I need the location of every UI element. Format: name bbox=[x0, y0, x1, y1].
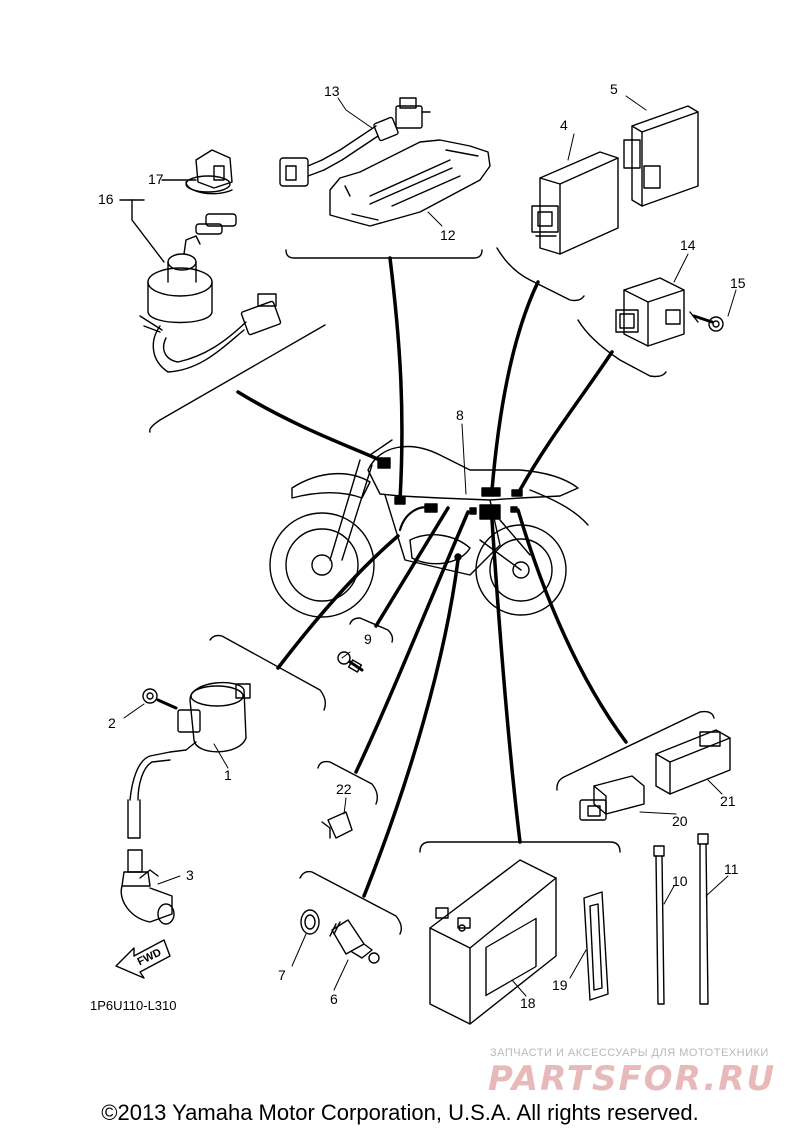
callout-3: 3 bbox=[186, 867, 194, 883]
callout-10: 10 bbox=[672, 873, 688, 889]
watermark-tagline: ЗАПЧАСТИ И АКСЕССУАРЫ ДЛЯ МОТОТЕХНИКИ bbox=[490, 1047, 769, 1059]
fwd-label: FWD bbox=[136, 946, 164, 968]
part-7-washer bbox=[300, 909, 320, 935]
group-leader-lines bbox=[236, 256, 628, 898]
part-18-battery bbox=[429, 859, 557, 1025]
callout-18: 18 bbox=[520, 995, 536, 1011]
callout-22: 22 bbox=[336, 781, 352, 797]
callout-7: 7 bbox=[278, 967, 286, 983]
callout-5: 5 bbox=[610, 81, 618, 97]
callout-13: 13 bbox=[324, 83, 340, 99]
part-9-bolt bbox=[337, 651, 364, 673]
part-15-bolt bbox=[689, 311, 724, 332]
callout-16: 16 bbox=[98, 191, 114, 207]
part-22-fuse bbox=[321, 811, 353, 839]
callout-4: 4 bbox=[560, 117, 568, 133]
part-14-connector bbox=[615, 277, 685, 347]
drawing-code: 1P6U110-L310 bbox=[90, 998, 177, 1013]
part-1-ignition-coil bbox=[127, 681, 251, 839]
callout-14: 14 bbox=[680, 237, 696, 253]
part-16-main-switch bbox=[139, 213, 282, 373]
callout-20: 20 bbox=[672, 813, 688, 829]
parts-diagram: FWD bbox=[90, 81, 776, 1099]
callout-19: 19 bbox=[552, 977, 568, 993]
part-4-cdi-unit bbox=[531, 151, 619, 255]
callout-15: 15 bbox=[730, 275, 746, 291]
group-brackets bbox=[149, 247, 715, 935]
part-19-battery-band bbox=[583, 891, 609, 1001]
part-2-bolt bbox=[142, 688, 178, 710]
callout-17: 17 bbox=[148, 171, 164, 187]
part-16-leader bbox=[119, 179, 197, 263]
callout-11: 11 bbox=[724, 861, 739, 877]
callout-21: 21 bbox=[720, 793, 736, 809]
fwd-arrow-icon: FWD bbox=[115, 939, 171, 979]
copyright-notice: ©2013 Yamaha Motor Corporation, U.S.A. A… bbox=[101, 1100, 699, 1125]
part-6-neutral-switch bbox=[329, 919, 380, 964]
part-11-cable-tie bbox=[697, 833, 709, 1005]
part-10-cable-tie bbox=[653, 845, 665, 1005]
part-12-mounting-plate bbox=[329, 139, 491, 227]
callout-leaders bbox=[123, 95, 737, 997]
part-13-wire-lead bbox=[279, 97, 431, 187]
motorcycle-outline bbox=[269, 439, 589, 618]
part-5-relay bbox=[623, 105, 699, 207]
part-21-coupler bbox=[655, 729, 731, 795]
watermark: ЗАПЧАСТИ И АКСЕССУАРЫ ДЛЯ МОТОТЕХНИКИ PA… bbox=[488, 1047, 776, 1099]
part-17-key bbox=[185, 149, 233, 195]
callout-1: 1 bbox=[224, 767, 232, 783]
callout-12: 12 bbox=[440, 227, 456, 243]
callout-2: 2 bbox=[108, 715, 116, 731]
callout-numbers: 1 2 3 4 5 6 7 8 9 10 11 12 13 14 15 16 1… bbox=[90, 81, 746, 1013]
callout-8: 8 bbox=[456, 407, 464, 423]
callout-6: 6 bbox=[330, 991, 338, 1007]
part-3-plug-cap bbox=[120, 849, 175, 925]
part-20-coupler bbox=[579, 775, 645, 821]
callout-9: 9 bbox=[364, 631, 372, 647]
watermark-logo: PARTSFOR.RU bbox=[488, 1059, 776, 1099]
